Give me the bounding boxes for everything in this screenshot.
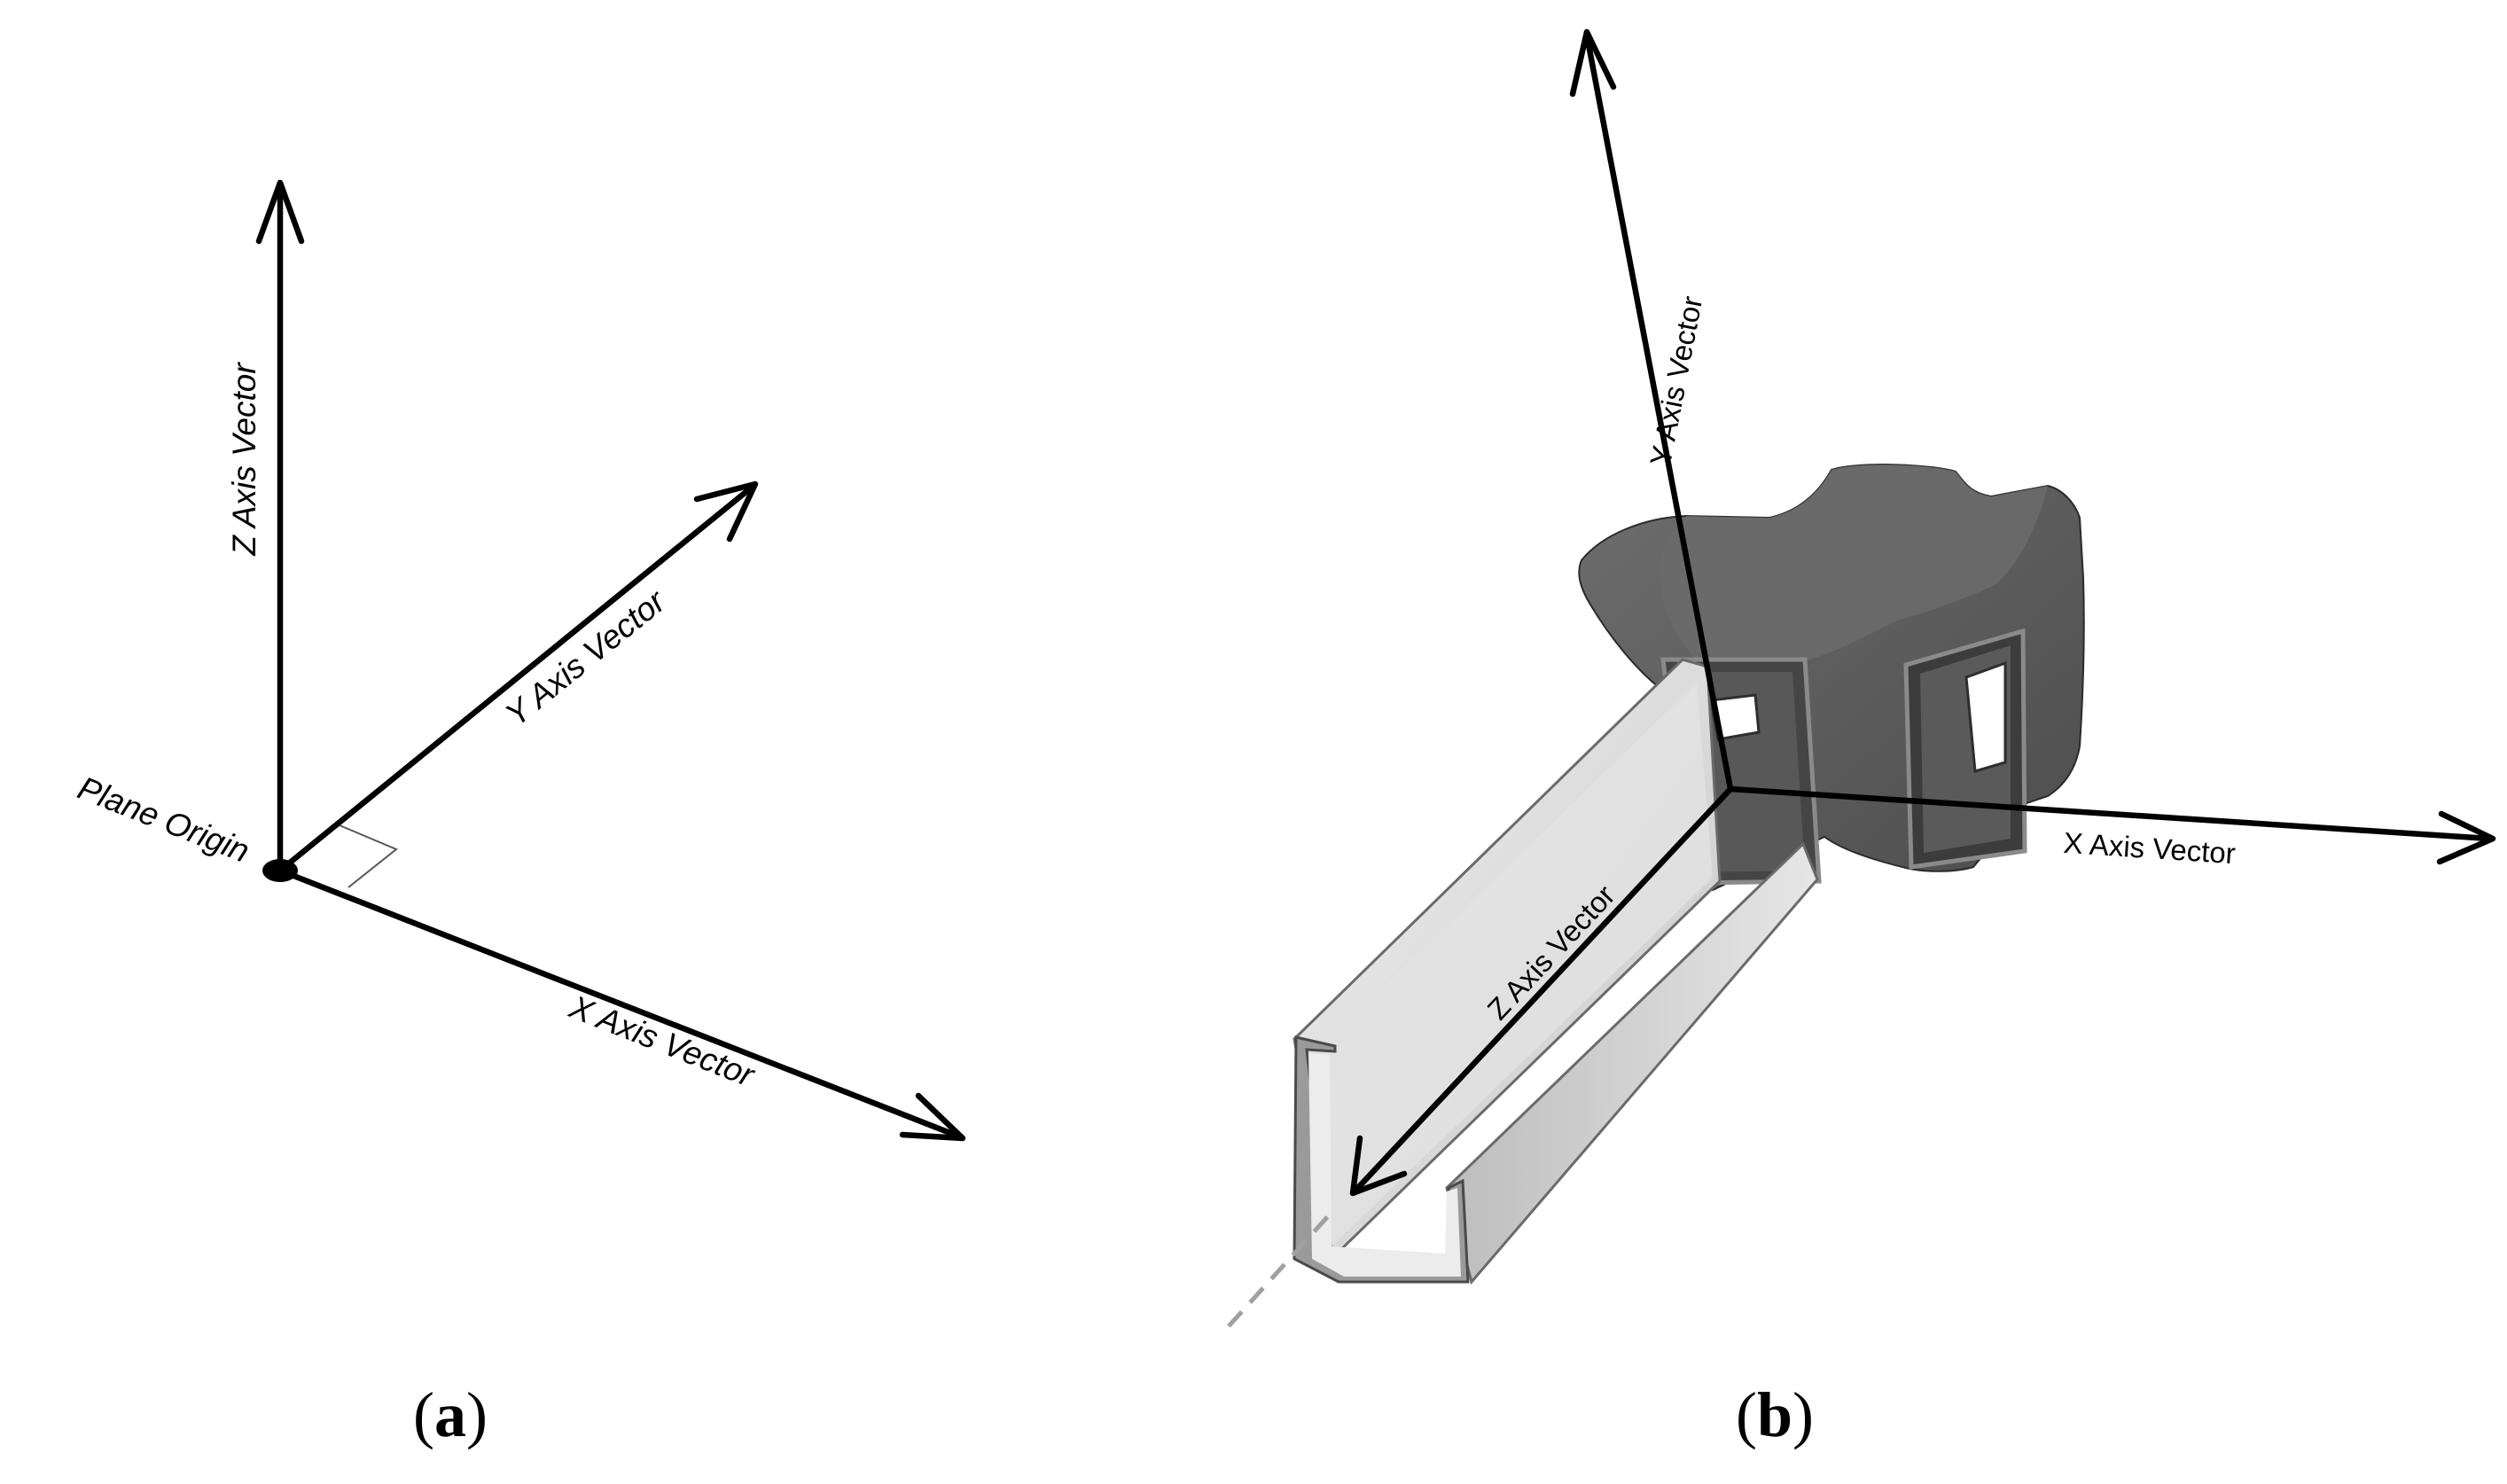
x-axis-vector-b	[1727, 785, 2496, 865]
right-angle-marker	[339, 824, 398, 888]
x-axis-label-a: X Axis Vector	[564, 988, 761, 1095]
caption-a: (a)	[413, 1379, 488, 1450]
x-axis-vector-a	[277, 867, 966, 1142]
y-axis-vector-a	[277, 480, 759, 874]
z-axis-arrowhead-a	[255, 179, 305, 245]
right-socket-window	[1964, 660, 2007, 773]
c-channel-profile	[1293, 658, 1819, 1285]
x-axis-arrowhead-b	[2436, 810, 2496, 865]
node-top-face	[1659, 465, 2048, 660]
plane-origin-label: Plane Origin	[73, 769, 254, 870]
z-axis-vector-a	[255, 179, 305, 874]
caption-b: (b)	[1736, 1379, 1814, 1450]
y-axis-vector-b	[1569, 28, 1734, 793]
panel-a: Z Axis Vector Y Axis Vector X Axis Vecto…	[73, 179, 966, 1450]
z-axis-label-a: Z Axis Vector	[226, 362, 262, 557]
channel-end-inner	[1308, 1053, 1461, 1277]
channel-inner-face	[1319, 683, 1713, 1248]
y-axis-arrowhead-b	[1569, 28, 1617, 98]
plane-origin-point	[262, 859, 298, 882]
y-axis-label-a: Y Axis Vector	[498, 582, 673, 733]
x-axis-arrowhead-a	[899, 1092, 966, 1142]
y-axis-arrowhead-a	[693, 480, 759, 543]
x-axis-label-b: X Axis Vector	[2063, 826, 2237, 870]
centerline-front	[1227, 1215, 1330, 1328]
z-axis-arrowhead-b	[1349, 1135, 1408, 1197]
z-axis-vector-b	[1349, 785, 1734, 1197]
panel-b: Y Axis Vector X Axis Vector Z Axis Vecto…	[1227, 28, 2496, 1450]
